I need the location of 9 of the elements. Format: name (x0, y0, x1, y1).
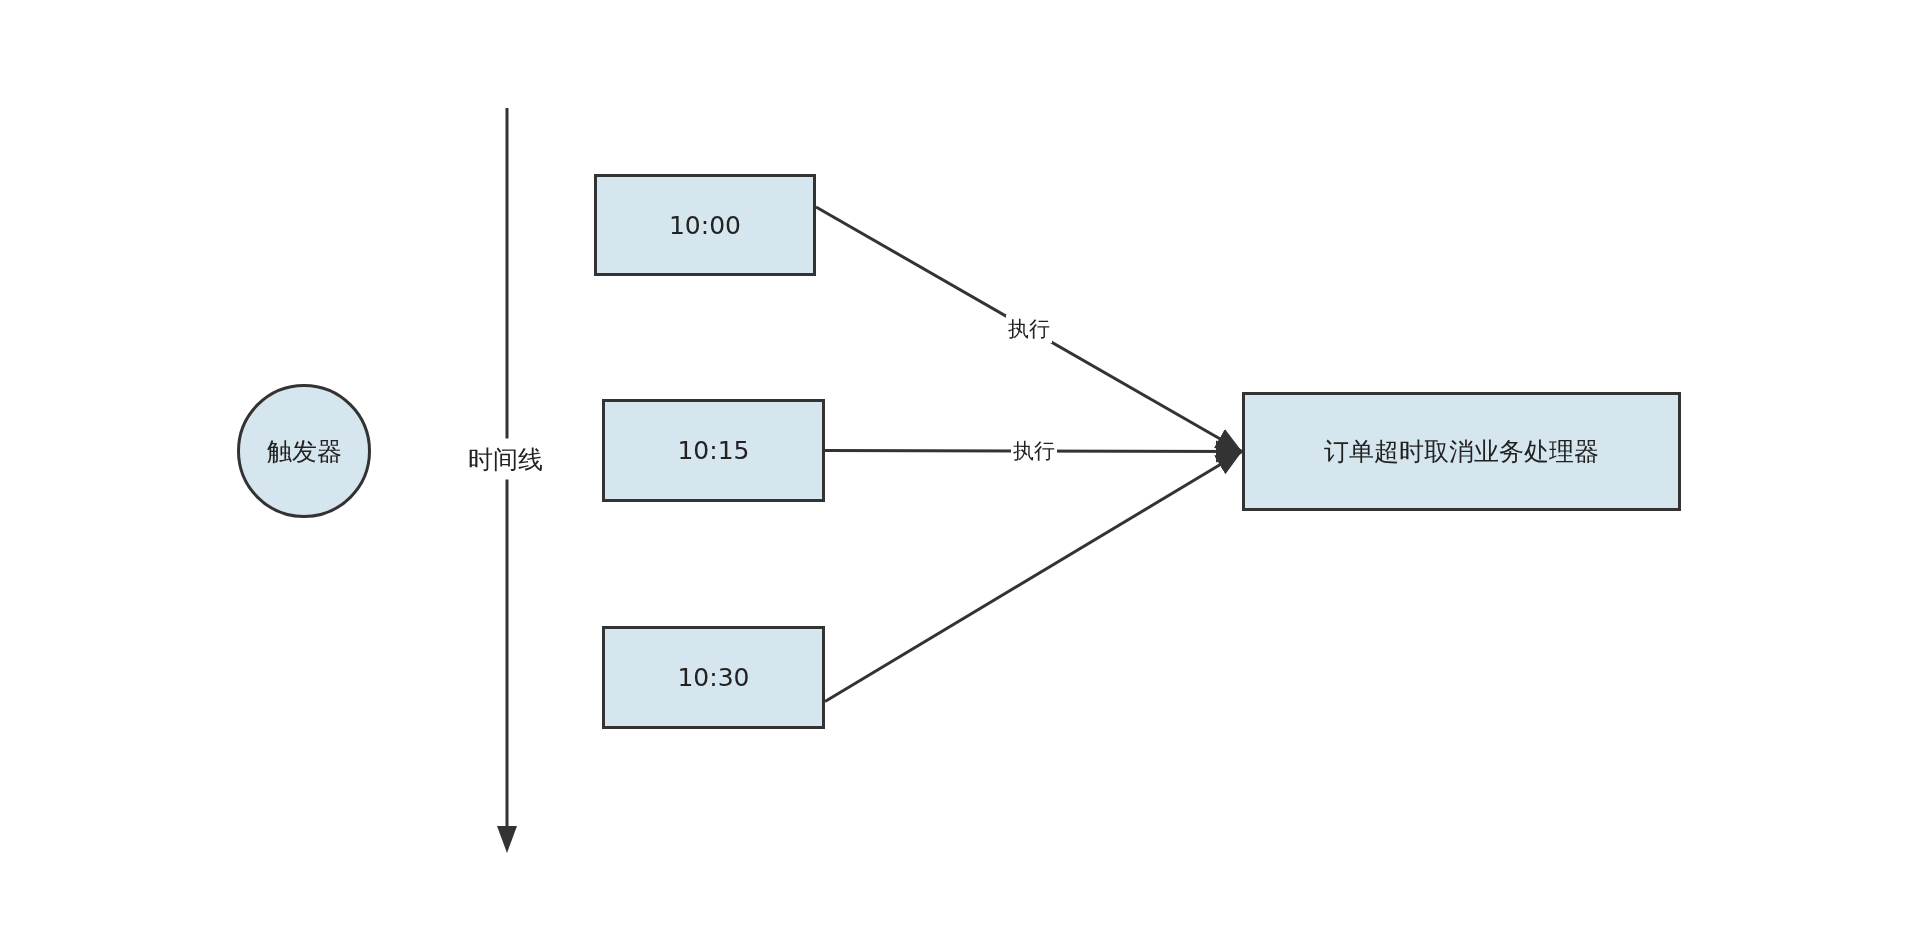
arrow (815, 205, 1243, 453)
edge-label: 执行 (1006, 315, 1052, 344)
handler-box: 订单超时取消业务处理器 (1242, 392, 1681, 511)
time-box: 10:00 (594, 174, 816, 276)
time-box: 10:15 (602, 399, 825, 502)
time-box: 10:30 (602, 626, 825, 729)
trigger-circle: 触发器 (237, 384, 371, 518)
arrow (824, 450, 1243, 703)
arrow (825, 440, 1242, 463)
